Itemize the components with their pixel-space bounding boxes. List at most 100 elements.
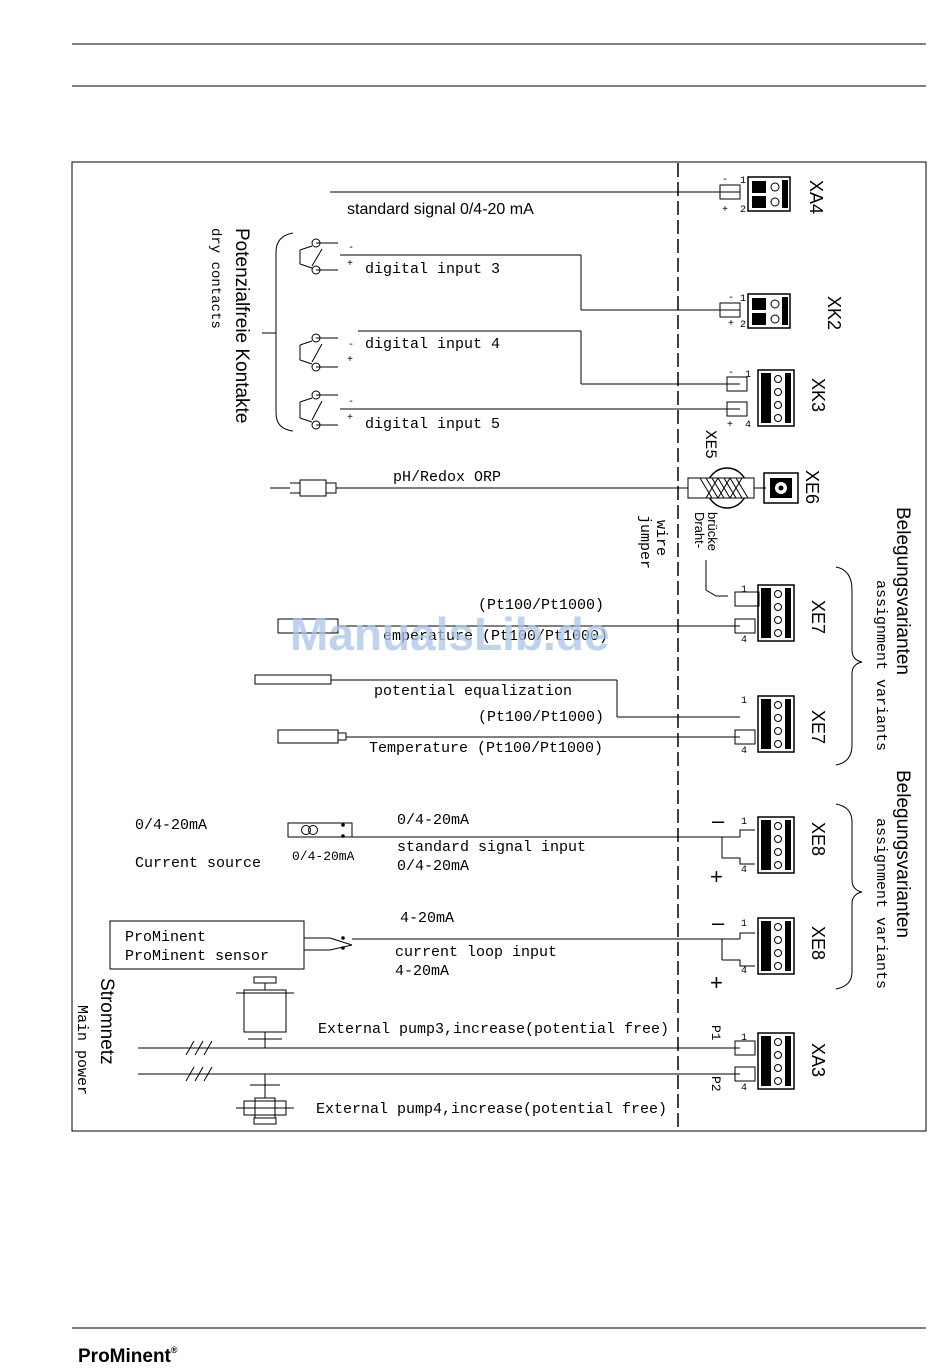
xa4-minus: - xyxy=(722,175,728,186)
bruecke-label: brücke xyxy=(705,512,720,551)
diagram-frame xyxy=(71,161,927,1132)
temperature-a-label: emperature (Pt100/Pt1000) xyxy=(383,628,608,645)
pump4-relay xyxy=(236,1074,294,1125)
current-loop-label: current loop input xyxy=(395,944,557,961)
loop-0420-top-label: 4-20mA xyxy=(400,910,454,927)
dry-contacts-label: dry contacts xyxy=(207,228,223,329)
pt100-b-label: (Pt100/Pt1000) xyxy=(478,709,604,726)
stromnetz-label: Stromnetz xyxy=(96,978,117,1065)
watermark: ManualsLib.de xyxy=(290,608,609,660)
temperature-probe-b xyxy=(277,729,740,744)
di5-plus: + xyxy=(347,413,353,424)
current-0420-label: 0/4-20mA xyxy=(135,817,207,834)
terminal-xe8-a xyxy=(721,816,795,874)
connector-xe6 xyxy=(763,472,799,504)
digital-input-5-label: digital input 5 xyxy=(365,416,500,433)
xa3-pin1: 1 xyxy=(741,1033,747,1044)
mains-line-1 xyxy=(138,1040,740,1056)
sig-0420-bottom-label: 0/4-20mA xyxy=(397,858,469,875)
draht-label: Draht- xyxy=(692,512,707,548)
xe7-b-label: XE7 xyxy=(808,710,828,744)
xa4-plus: + xyxy=(722,205,728,216)
terminal-xk2 xyxy=(719,293,791,329)
xk2-pin1: 1 xyxy=(740,294,746,305)
xa3-label: XA3 xyxy=(808,1043,828,1077)
xa4-label: XA4 xyxy=(806,180,826,214)
xk3-minus: - xyxy=(728,368,734,379)
loop-0420-bottom-label: 4-20mA xyxy=(395,963,449,980)
di4-minus: - xyxy=(348,340,354,351)
xe8b-pin4: 4 xyxy=(741,966,747,977)
potential-equalization-pin xyxy=(254,674,332,685)
jumper-label: jumper xyxy=(636,515,653,569)
current-source-symbol xyxy=(287,822,740,838)
xk2-label: XK2 xyxy=(824,296,844,330)
pt100-a-label: (Pt100/Pt1000) xyxy=(478,597,604,614)
temperature-b-label: Temperature (Pt100/Pt1000) xyxy=(369,740,603,757)
belegung-1-label: Belegungsvarianten xyxy=(892,507,913,675)
brand-name: ProMinent xyxy=(78,1346,172,1367)
xe7b-pin1: 1 xyxy=(741,696,747,707)
xa3-pin4: 4 xyxy=(741,1083,747,1094)
xe8b-pin1: 1 xyxy=(741,919,747,930)
prominent-label: ProMinent xyxy=(125,929,206,946)
xe8a-big-minus: – xyxy=(712,808,725,833)
brand-registered: ® xyxy=(171,1345,178,1355)
prominent-sensor-box xyxy=(109,920,305,970)
terminal-xk3 xyxy=(726,369,795,427)
xe8b-big-plus: + xyxy=(710,970,723,995)
xe7a-pin1: 1 xyxy=(741,585,747,596)
assignment-2-label: assignment variants xyxy=(872,818,889,989)
xk2-minus: - xyxy=(728,293,734,304)
p1-label: P1 xyxy=(708,1025,723,1041)
brand-logo: ProMinent® xyxy=(78,1345,178,1367)
xe7a-pin4: 4 xyxy=(741,635,747,646)
terminal-xa3 xyxy=(734,1032,795,1090)
xe8a-big-plus: + xyxy=(710,864,723,889)
p2-label: P2 xyxy=(708,1076,723,1092)
mains-line-2 xyxy=(138,1066,740,1082)
xa4-pin1: 1 xyxy=(740,176,746,187)
assignment-bracket-1 xyxy=(835,566,863,766)
digital-input-3-label: digital input 3 xyxy=(365,261,500,278)
xe6-label: XE6 xyxy=(802,470,822,504)
sig-0420-top-label: 0/4-20mA xyxy=(397,812,469,829)
terminal-xe7-b xyxy=(734,695,795,753)
wire-label: wire xyxy=(652,520,669,556)
belegung-2-label: Belegungsvarianten xyxy=(892,770,913,938)
pump3-relay xyxy=(236,976,294,1048)
standard-signal-label: standard signal 0/4-20 mA xyxy=(347,201,534,218)
dry-contacts-bracket xyxy=(275,232,294,432)
xe8-a-label: XE8 xyxy=(808,822,828,856)
sensor-connector xyxy=(304,936,740,951)
xe8a-pin4: 4 xyxy=(741,865,747,876)
xk3-label: XK3 xyxy=(808,378,828,412)
di3-minus: - xyxy=(348,243,354,254)
di5-minus: - xyxy=(348,397,354,408)
connector-xe5 xyxy=(687,467,766,509)
switch-contact-5 xyxy=(299,390,338,430)
main-power-label: Main power xyxy=(73,1005,90,1095)
xe8b-big-minus: – xyxy=(712,910,725,935)
xe7b-pin4: 4 xyxy=(741,746,747,757)
ph-redox-probe xyxy=(270,479,716,497)
assignment-1-label: assignment variants xyxy=(872,580,889,751)
xk2-plus: + xyxy=(728,319,734,330)
xe8a-pin1: 1 xyxy=(741,817,747,828)
potenzialfreie-label: Potenzialfreie Kontakte xyxy=(231,228,252,423)
digital-input-4-label: digital input 4 xyxy=(365,336,500,353)
current-source-label: Current source xyxy=(135,855,261,872)
xa4-pin2: 2 xyxy=(740,205,746,216)
xk3-pin1: 1 xyxy=(745,370,751,381)
standard-signal-input-label: standard signal input xyxy=(397,839,586,856)
jumper-pointer xyxy=(705,560,728,597)
switch-contact-3 xyxy=(299,238,338,275)
temperature-probe-a xyxy=(277,618,740,634)
pump4-label: External pump4,increase(potential free) xyxy=(316,1101,667,1118)
pump3-label: External pump3,increase(potential free) xyxy=(318,1021,669,1038)
source-small-label: 0/4-20mA xyxy=(292,849,355,864)
xe8-b-label: XE8 xyxy=(808,926,828,960)
xe5-label: XE5 xyxy=(701,430,719,459)
switch-contact-4 xyxy=(299,333,338,372)
